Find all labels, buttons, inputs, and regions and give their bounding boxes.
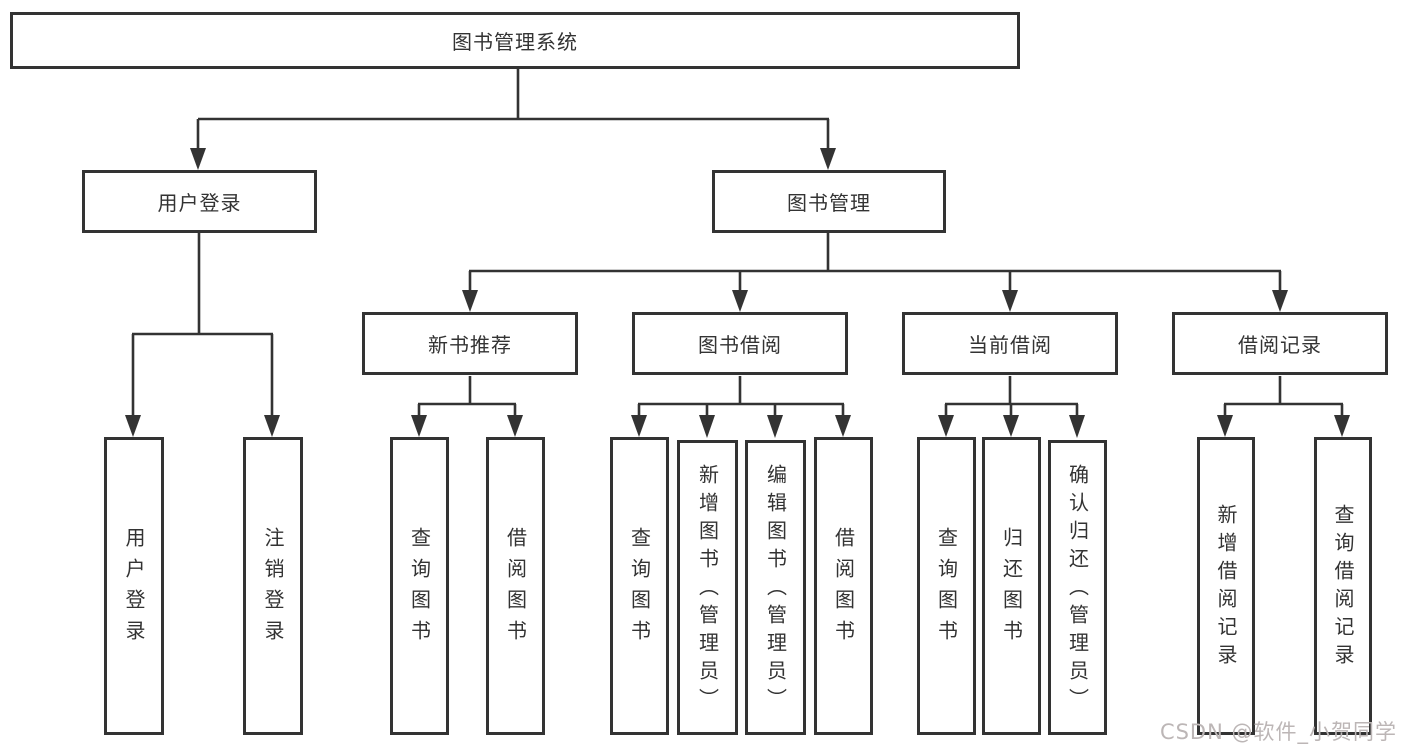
arrow-book-mgmt [820,148,836,170]
arrow-bb-add-book [699,415,715,438]
node-bb-add-book: 新增图书（管理员） [677,440,738,735]
node-bb-borrow-book: 借阅图书 [814,437,873,735]
arrow-rec-borrow-book [507,415,523,437]
arrow-leaf-user-login [125,415,141,437]
arrow-new-book-rec [462,290,478,312]
edge-book-borrow-rail [638,376,844,406]
arrow-br-query-record [1334,415,1350,437]
arrow-book-borrow [732,290,748,312]
node-root: 图书管理系统 [10,12,1020,69]
arrow-current-borrow [1002,290,1018,312]
arrow-bb-borrow-book [835,415,851,437]
node-cb-query-book: 查询图书 [917,437,976,735]
arrow-rec-query-book [411,415,427,437]
node-leaf-logout: 注销登录 [243,437,303,735]
edge-current-borrow-rail [945,376,1078,406]
node-br-query-record: 查询借阅记录 [1314,437,1372,735]
node-borrow-records: 借阅记录 [1172,312,1388,375]
arrow-cb-query-book [938,415,954,437]
edge-borrow-records-rail [1224,376,1343,406]
node-bb-query-book: 查询图书 [610,437,669,735]
arrow-bb-query-book [631,415,647,437]
arrow-cb-confirm-return [1069,415,1085,438]
node-book-borrow: 图书借阅 [632,312,848,375]
node-rec-query-book: 查询图书 [390,437,449,735]
node-cb-confirm-return: 确认归还（管理员） [1048,440,1107,735]
edge-new-book-rec-rail [418,376,516,406]
node-book-mgmt: 图书管理 [712,170,946,233]
node-leaf-user-login: 用户登录 [104,437,164,735]
node-br-add-record: 新增借阅记录 [1197,437,1255,735]
arrow-borrow-records [1272,290,1288,312]
node-user-login: 用户登录 [82,170,317,233]
arrow-br-add-record [1217,415,1233,437]
node-current-borrow: 当前借阅 [902,312,1118,375]
node-rec-borrow-book: 借阅图书 [486,437,545,735]
arrow-bb-edit-book [767,415,783,438]
node-cb-return-book: 归还图书 [982,437,1041,735]
node-bb-edit-book: 编辑图书（管理员） [745,440,806,735]
edge-book-mgmt-rail [469,233,1281,273]
edge-user-login-rail [132,233,273,336]
arrow-leaf-logout [264,415,280,437]
arrow-user-login [190,148,206,170]
csdn-watermark: CSDN @软件_小贺同学 [1159,720,1397,744]
arrow-cb-return-book [1003,415,1019,437]
edge-root-rail [198,68,829,121]
node-new-book-rec: 新书推荐 [362,312,578,375]
